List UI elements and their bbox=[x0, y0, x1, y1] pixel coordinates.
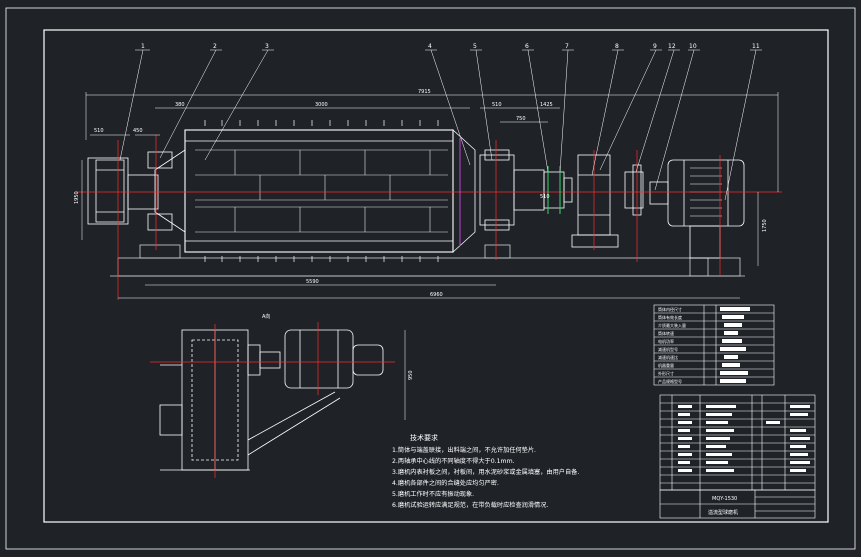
title-name: 溢流型球磨机 bbox=[708, 509, 738, 516]
elevation-view bbox=[87, 120, 745, 277]
left-bearing bbox=[147, 151, 173, 169]
dim-750: 750 bbox=[516, 116, 526, 122]
callout-5: 5 bbox=[473, 43, 477, 50]
spec-label-9: 外形尺寸 bbox=[658, 370, 674, 376]
dimension-lines bbox=[81, 92, 779, 299]
dim-left-small: 450 bbox=[133, 128, 143, 134]
spec-label-7: 减速机速比 bbox=[658, 354, 678, 360]
tech-req-item-4: 4.磨机各部件之间的合缝处应均匀严密. bbox=[392, 479, 499, 487]
spec-label-2: 筒体有效长度 bbox=[658, 314, 682, 320]
dim-plan-vert: 950 bbox=[408, 370, 414, 380]
spec-label-3: 介质最大装入量 bbox=[658, 322, 686, 328]
callout-8: 8 bbox=[615, 43, 619, 50]
title-model: MQY-1530 bbox=[712, 496, 737, 502]
callout-10: 10 bbox=[689, 43, 697, 50]
plan-motor bbox=[284, 329, 354, 389]
dim-bottom-mid: 5590 bbox=[306, 279, 319, 285]
callout-12: 12 bbox=[668, 43, 676, 50]
dim-left-vert: 1950 bbox=[74, 191, 80, 204]
dim-bottom-total: 6960 bbox=[430, 292, 443, 298]
sheet-border-inner bbox=[43, 29, 829, 523]
title-block bbox=[659, 489, 816, 519]
tech-req-title: 技术要求 bbox=[410, 433, 438, 442]
spec-label-6: 减速机型号 bbox=[658, 346, 678, 352]
center-lines bbox=[76, 135, 782, 300]
parts-list bbox=[659, 394, 816, 491]
mill-shell bbox=[184, 129, 454, 253]
spec-label-8: 机器重量 bbox=[658, 362, 674, 368]
callout-leaders bbox=[119, 49, 762, 201]
callout-1: 1 bbox=[141, 43, 145, 50]
dim-left-end: 380 bbox=[175, 102, 185, 108]
feed-hopper bbox=[87, 157, 129, 225]
dim-shell-len: 3000 bbox=[315, 102, 328, 108]
plan-view bbox=[159, 329, 384, 471]
dim-left-offset: 510 bbox=[94, 128, 104, 134]
callout-9: 9 bbox=[653, 43, 657, 50]
spec-label-10: 产品规格型号 bbox=[658, 378, 682, 384]
plan-view-label: A向 bbox=[262, 313, 270, 320]
callout-3: 3 bbox=[265, 43, 269, 50]
spec-table bbox=[653, 304, 775, 386]
discharge-head bbox=[452, 129, 476, 253]
dim-right-end: 510 bbox=[492, 102, 502, 108]
callout-2: 2 bbox=[213, 43, 217, 50]
sheet-border-outer bbox=[5, 7, 856, 550]
dim-overall: 7915 bbox=[418, 89, 431, 95]
callout-4: 4 bbox=[428, 43, 432, 50]
dim-right-vert: 1750 bbox=[762, 219, 768, 232]
tech-req-item-2: 2.两轴承中心线的不同轴度不得大于0.1mm. bbox=[392, 457, 515, 465]
spec-label-1: 筒体内径尺寸 bbox=[658, 306, 682, 312]
spec-label-4: 筒体转速 bbox=[658, 330, 674, 336]
callout-11: 11 bbox=[752, 43, 760, 50]
foundation-base bbox=[117, 257, 741, 277]
callout-7: 7 bbox=[565, 43, 569, 50]
dim-510b: 510 bbox=[540, 194, 550, 200]
coupling bbox=[543, 171, 565, 209]
tech-req-item-1: 1.筒体与端盖联接，出料端之间，不允许加任何垫片. bbox=[392, 446, 536, 454]
spec-label-5: 电机功率 bbox=[658, 338, 674, 344]
tech-req-item-3: 3.磨机内表衬板之间，衬板间，用水泥砂浆或金属填塞，由用户自备. bbox=[392, 468, 579, 476]
dim-gear-span: 1425 bbox=[540, 102, 553, 108]
callout-6: 6 bbox=[525, 43, 529, 50]
right-bearing bbox=[479, 154, 515, 226]
tech-req-item-6: 6.磨机试验运转应满足规范，在带负载时应检查润滑情况. bbox=[392, 501, 548, 509]
tech-req-item-5: 5.磨机工作时不应有振动现象. bbox=[392, 490, 474, 498]
